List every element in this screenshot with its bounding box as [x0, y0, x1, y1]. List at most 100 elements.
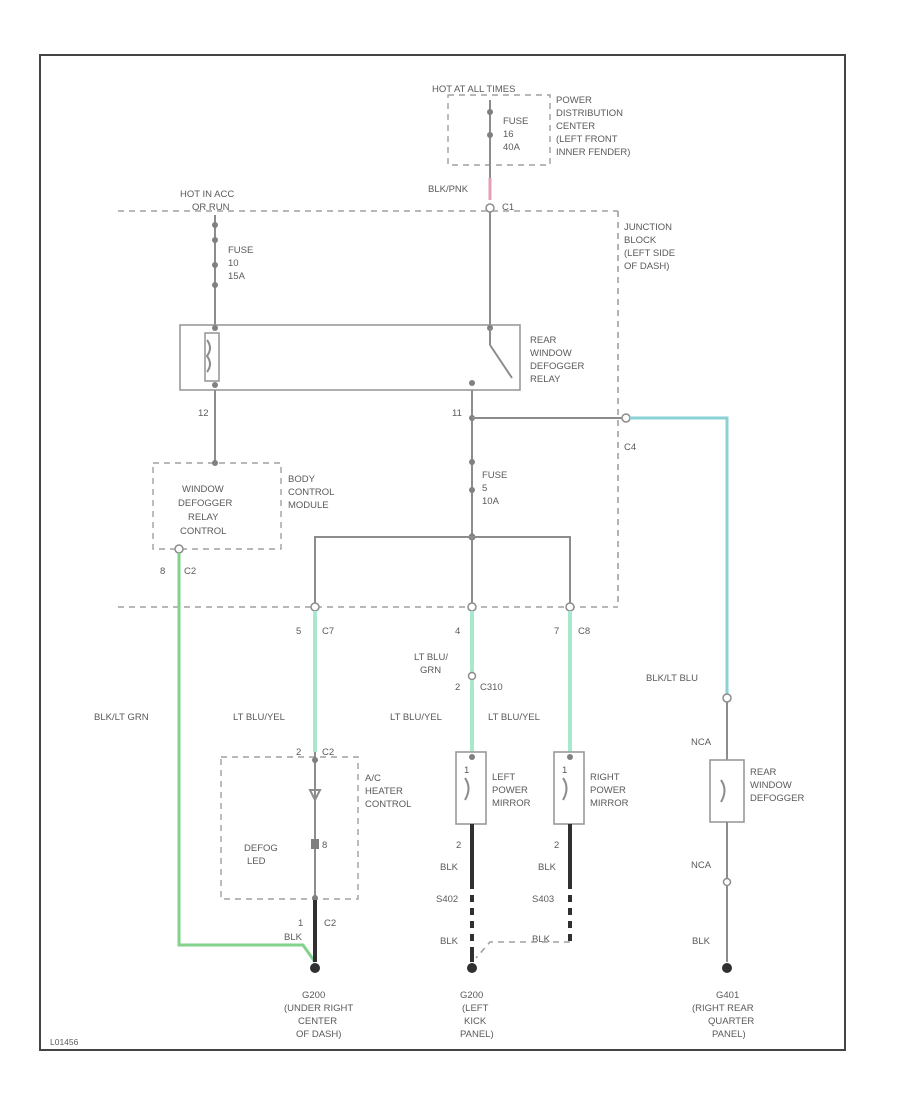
fuse-10-node-c [212, 262, 218, 268]
relay-coil-winding [205, 339, 211, 373]
svg-text:(LEFT: (LEFT [462, 1003, 489, 1014]
c8-label: C8 [578, 626, 590, 637]
relay-contact-bottom-terminal [469, 380, 475, 386]
svg-text:(RIGHT REAR: (RIGHT REAR [692, 1003, 754, 1014]
svg-text:POWER: POWER [492, 785, 528, 796]
ac-top-terminal [312, 757, 318, 763]
defog-led-icon [311, 839, 319, 849]
fuse-5-top-node [469, 459, 475, 465]
figure-id: L01456 [50, 1037, 79, 1047]
svg-text:MIRROR: MIRROR [492, 798, 531, 809]
right-mirror-top-terminal [567, 754, 573, 760]
ac-c2-bottom-label: C2 [324, 918, 336, 929]
ground-g401-rear-quarter [722, 963, 732, 973]
svg-text:(LEFT SIDE: (LEFT SIDE [624, 248, 675, 259]
ground-g200-under-dash-label: G200 (UNDER RIGHT CENTER OF DASH) [284, 990, 353, 1040]
fuse-10-node-d [212, 282, 218, 288]
svg-text:DEFOGGER: DEFOGGER [750, 793, 805, 804]
fuse-10-node-a [212, 222, 218, 228]
ground-g200-kick-panel [467, 963, 477, 973]
c310-connector [467, 671, 477, 681]
svg-text:RELAY: RELAY [188, 512, 219, 523]
blk-lt-blu-label: BLK/LT BLU [646, 673, 698, 684]
left-power-mirror [455, 751, 487, 825]
relay-coil [204, 332, 220, 382]
svg-text:REAR: REAR [530, 335, 557, 346]
relay-pin-12: 12 [198, 408, 209, 419]
c4-connector [621, 413, 631, 423]
fuse-16-bottom-node [487, 132, 493, 138]
c6a-pin-4: 4 [455, 626, 460, 637]
blk-wire-label-4: BLK [538, 862, 557, 873]
right-mirror-pin-2: 2 [554, 840, 559, 851]
svg-text:HOT IN ACC: HOT IN ACC [180, 189, 234, 200]
left-mirror-top-terminal [469, 754, 475, 760]
ac-bottom-terminal [312, 895, 318, 901]
rear-window-defogger [709, 759, 745, 823]
left-mirror-pin-2: 2 [456, 840, 461, 851]
c8-connector [565, 602, 575, 612]
svg-text:A/C: A/C [365, 773, 381, 784]
svg-text:40A: 40A [503, 142, 521, 153]
bcm-pin-8: 8 [160, 566, 165, 577]
fuse-16-label: FUSE 16 40A [503, 116, 528, 153]
lt-blu-grn-label: LT BLU/ GRN [414, 652, 448, 676]
svg-text:OR RUN: OR RUN [192, 202, 230, 213]
svg-text:INNER FENDER): INNER FENDER) [556, 147, 630, 158]
right-power-mirror [553, 751, 585, 825]
pdc-box [447, 94, 551, 166]
c7-pin-5: 5 [296, 626, 301, 637]
defogger-connector [722, 693, 732, 703]
svg-text:QUARTER: QUARTER [708, 1016, 754, 1027]
blk-lt-blu-wire [630, 416, 729, 695]
svg-text:CONTROL: CONTROL [365, 799, 411, 810]
svg-text:GRN: GRN [420, 665, 441, 676]
svg-text:CENTER: CENTER [556, 121, 595, 132]
svg-text:RELAY: RELAY [530, 374, 561, 385]
fuse-5-bottom-node [469, 487, 475, 493]
left-power-mirror-label: LEFT POWER MIRROR [492, 772, 531, 809]
svg-text:G401: G401 [716, 990, 739, 1001]
relay-coil-bottom-terminal [212, 382, 218, 388]
svg-text:BLOCK: BLOCK [624, 235, 657, 246]
svg-text:DEFOG: DEFOG [244, 843, 278, 854]
pdc-label: POWER DISTRIBUTION CENTER (LEFT FRONT IN… [556, 95, 630, 158]
relay-coil-top-terminal [212, 325, 218, 331]
defogger-ground-connector [722, 877, 732, 887]
blk-wire-label-2: BLK [440, 862, 459, 873]
svg-text:G200: G200 [460, 990, 483, 1001]
svg-text:5: 5 [482, 483, 487, 494]
c7-label: C7 [322, 626, 334, 637]
blk-splice-label: BLK [532, 934, 551, 945]
svg-text:(LEFT FRONT: (LEFT FRONT [556, 134, 618, 145]
svg-text:POWER: POWER [590, 785, 626, 796]
bcm-input-terminal [212, 460, 218, 466]
left-mirror-element [464, 777, 470, 801]
svg-text:(UNDER RIGHT: (UNDER RIGHT [284, 1003, 353, 1014]
svg-text:HEATER: HEATER [365, 786, 403, 797]
relay-pin-11: 11 [452, 408, 462, 419]
svg-text:OF DASH): OF DASH) [296, 1029, 341, 1040]
c4-connector-label: C4 [624, 442, 636, 453]
svg-text:FUSE: FUSE [228, 245, 253, 256]
c7-connector [310, 602, 320, 612]
svg-text:16: 16 [503, 129, 514, 140]
nca-label-bottom: NCA [691, 860, 712, 871]
ac-pin-1: 1 [298, 918, 303, 929]
svg-text:FUSE: FUSE [482, 470, 507, 481]
blk-wire-label-3: BLK [440, 936, 459, 947]
fuse-10-node-b [212, 237, 218, 243]
ac-c2-top-label: C2 [322, 747, 334, 758]
ground-g200-kick-panel-label: G200 (LEFT KICK PANEL) [460, 990, 494, 1040]
relay-switch-arm [489, 344, 513, 379]
c310-label: C310 [480, 682, 503, 693]
svg-text:LEFT: LEFT [492, 772, 515, 783]
defogger-grid-element [720, 779, 726, 803]
blk-wire-label-1: BLK [284, 932, 303, 943]
svg-text:CONTROL: CONTROL [180, 526, 226, 537]
defog-led-diode [308, 789, 322, 803]
hot-at-all-times-label: HOT AT ALL TIMES [432, 84, 515, 95]
svg-text:WINDOW: WINDOW [750, 780, 792, 791]
junction-block-label: JUNCTION BLOCK (LEFT SIDE OF DASH) [624, 222, 675, 272]
